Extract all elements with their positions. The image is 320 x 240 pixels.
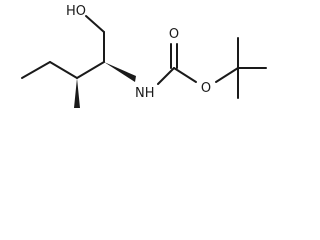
bond-c3-ethyl-ch2: [49, 61, 78, 79]
bond-n-carbonyl: [157, 67, 175, 85]
chemical-structure: HO NH O O: [21, 4, 267, 108]
bond-ester-o-tbu: [215, 67, 239, 83]
bond-ethyl-ch3: [21, 61, 51, 79]
atom-labels: HO NH O O: [66, 4, 211, 101]
stereo-wedges: [74, 62, 136, 108]
atom-label-amine: NH: [135, 86, 155, 101]
bond-c2-c3: [76, 61, 105, 79]
bond-carbonyl-ester-o: [173, 67, 197, 83]
wedge-c2-n: [104, 62, 136, 82]
bond-ch2-oh: [85, 15, 105, 33]
atom-label-hydroxyl: HO: [66, 4, 86, 19]
wedge-c3-methyl: [74, 78, 80, 108]
atom-label-carbonyl-oxygen: O: [169, 27, 179, 42]
atom-label-ester-oxygen: O: [201, 81, 211, 96]
bond-lines: [21, 15, 267, 99]
